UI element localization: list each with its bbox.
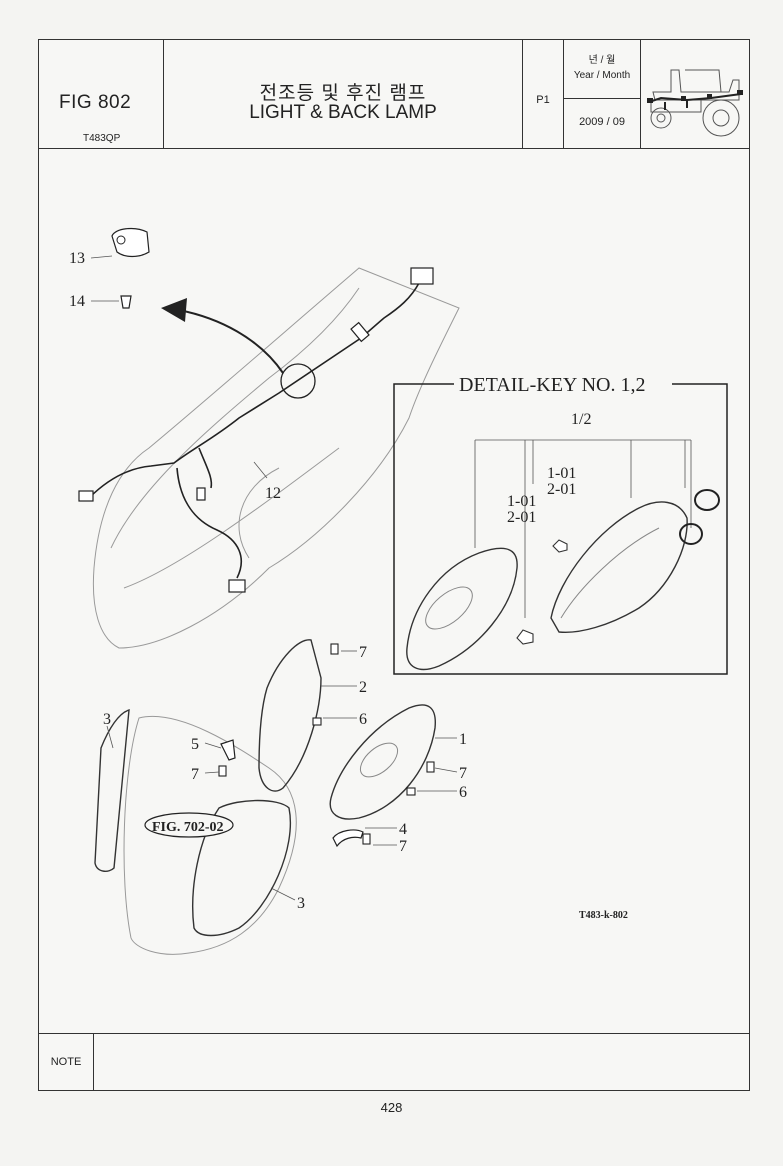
callout-4: 4 [399, 821, 407, 838]
callout-6-upper: 6 [359, 711, 367, 728]
detail-title-bg [454, 374, 672, 394]
detail-sub-a1: 1-01 [547, 465, 576, 482]
screw-7b [218, 765, 227, 777]
part-2-housing [258, 639, 322, 792]
grommet-lower [679, 523, 703, 545]
part-13-hole [116, 235, 126, 245]
header-block: FIG 802 T483QP 전조등 및 후진 램프 LIGHT & BACK … [39, 40, 749, 149]
detail-group-label: 1/2 [571, 411, 591, 428]
screw-7a [330, 643, 339, 655]
hood-outline [92, 267, 460, 649]
fig-reference-oval [144, 812, 234, 838]
part-14-screw [120, 295, 132, 309]
screw-7c [426, 761, 435, 773]
callout-7-lower: 7 [399, 838, 407, 855]
callout-7-right: 7 [459, 765, 467, 782]
part-3-gasket-right [192, 799, 291, 937]
issue-date: 2009 / 09 [579, 116, 625, 128]
part-5-clip [220, 739, 236, 761]
year-month-korean: 년 / 월 [588, 55, 616, 66]
callout-2: 2 [359, 679, 367, 696]
harness-connector-left [78, 490, 94, 502]
detail-lens [406, 547, 518, 671]
note-row: NOTE [39, 1033, 749, 1090]
screw-7d [362, 833, 371, 845]
callout-5: 5 [191, 736, 199, 753]
part-4-bracket [332, 829, 364, 848]
page-code: P1 [536, 94, 550, 106]
note-label: NOTE [39, 1034, 94, 1090]
catalog-sheet: FIG 802 T483QP 전조등 및 후진 램프 LIGHT & BACK … [38, 39, 750, 1091]
wire-harness-12 [88, 282, 420, 579]
fig-reference: FIG. 702-02 [152, 820, 224, 835]
year-month-cell: 년 / 월 Year / Month 2009 / 09 [564, 40, 641, 148]
detail-sub-b2: 2-01 [507, 509, 536, 526]
callout-1: 1 [459, 731, 467, 748]
exploded-parts-drawing: 13 14 12 DETAIL-KEY NO. 1,2 1/2 1-01 2-0… [39, 148, 749, 1036]
detail-arrow-head [161, 298, 187, 322]
callout-14: 14 [69, 293, 85, 310]
detail-box [393, 383, 728, 675]
year-month-divider [564, 98, 640, 99]
callout-12: 12 [265, 485, 281, 502]
year-month-english: Year / Month [573, 70, 631, 81]
bolt-6b [406, 787, 416, 796]
callout-13: 13 [69, 250, 85, 267]
bolt-6a [312, 717, 322, 726]
bulb-lower [516, 629, 534, 645]
harness-connector-bottom [228, 579, 246, 593]
detail-lens-inner [425, 586, 473, 630]
detail-title: DETAIL-KEY NO. 1,2 [459, 374, 646, 396]
model-code: T483QP [83, 133, 121, 144]
drawing-code: T483-k-802 [579, 910, 628, 921]
fig-number: FIG 802 [59, 92, 132, 113]
detail-housing [550, 501, 688, 633]
detail-sub-b1: 1-01 [507, 493, 536, 510]
callout-7-left: 7 [191, 766, 199, 783]
bulb-upper [552, 539, 568, 553]
harness-connector-top [410, 267, 434, 285]
title-english: LIGHT & BACK LAMP [249, 102, 437, 123]
callout-3-left: 3 [103, 711, 111, 728]
callout-6-right: 6 [459, 784, 467, 801]
part-1-headlamp [329, 704, 436, 820]
harness-clip [350, 321, 370, 343]
detail-arrow-curve [178, 309, 284, 374]
grommet-upper [694, 489, 720, 511]
title-korean: 전조등 및 후진 램프 [259, 83, 427, 104]
part-3-gasket-left [94, 709, 130, 872]
callout-3-right: 3 [297, 895, 305, 912]
parts-diagram: 13 14 12 DETAIL-KEY NO. 1,2 1/2 1-01 2-0… [69, 227, 728, 955]
tractor-thumbnail-cell [641, 40, 751, 148]
fender-housing [123, 716, 297, 955]
detail-sub-a2: 2-01 [547, 481, 576, 498]
tractor-thumbnail-icon [647, 69, 743, 137]
fig-cell: FIG 802 T483QP [39, 40, 164, 148]
part-1-lens-inner [359, 742, 399, 778]
page-number: 428 [380, 1100, 403, 1115]
callout-7-upper: 7 [359, 644, 367, 661]
page-code-cell: P1 [523, 40, 564, 148]
title-cell: 전조등 및 후진 램프 LIGHT & BACK LAMP [164, 40, 523, 148]
detail-circle [280, 363, 316, 399]
detail-leader-lines [474, 439, 692, 618]
harness-clip-b [196, 487, 206, 501]
